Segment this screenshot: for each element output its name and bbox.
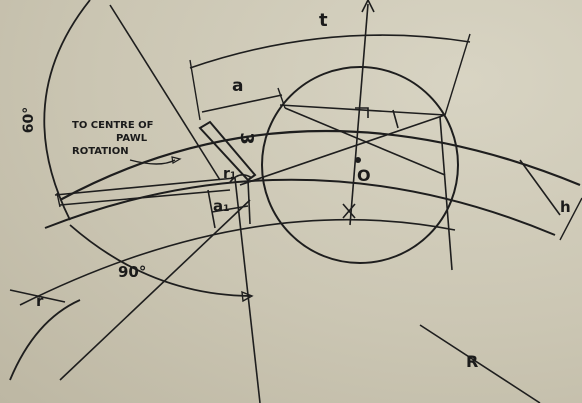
label-r1-sub: 1 [229,171,237,181]
pawl-note: TO CENTRE OF PAWL ROTATION [72,119,154,158]
label-t: t [319,10,328,31]
diagonal-2 [239,114,446,186]
t-right-tick [444,33,471,116]
label-h: h [560,198,571,216]
fillet-r1 [229,174,253,183]
vertical-axis [349,3,369,226]
label-r: r [36,292,44,310]
label-a1: a1 [213,197,229,215]
right-angle-mark [355,107,369,118]
h-dimension [559,197,582,241]
pitch-circle [261,66,459,264]
h-extension [519,159,561,216]
pawl-note-line3: ROTATION [72,146,129,157]
t-left-tick [189,59,201,121]
label-sym: 3 [235,132,257,145]
a1-left-line [207,189,216,229]
label-R: R [466,352,479,371]
angle-tick [392,109,399,129]
arc-60 [43,0,91,221]
pawl-line-end [56,192,61,208]
radial-line-1 [109,4,221,181]
centre-cross-icon [342,203,356,219]
tooth-flank-right [439,116,453,271]
label-angle-60: 60° [21,106,38,134]
pawl-note-line1: TO CENTRE OF [72,120,154,131]
r-dimension [9,289,66,303]
root-arc [44,178,556,236]
tip-arc [59,129,581,201]
arc-90-arrow-icon [241,290,254,303]
axis-arrow-icon [361,0,375,13]
centre-point [355,157,361,163]
a-right-tick [277,87,286,109]
arc-90 [69,224,251,297]
pawl-line-lower [59,189,231,206]
leader-arrow-icon [171,156,182,164]
pawl-body [198,120,257,182]
label-a1-sub: 1 [223,204,230,214]
a-dimension [201,94,283,113]
label-a1-main: a [213,197,224,215]
tooth-chord-top [279,104,446,116]
label-r1: r1 [223,166,236,182]
long-diagonal [59,199,251,381]
t-dimension-arc [189,34,471,69]
pawl-note-line2: PAWL [116,133,148,144]
fillet-r-lower [9,299,81,381]
label-O: O [357,166,371,185]
label-a: a [232,76,244,96]
label-r1-main: r [223,166,230,182]
pawl-line-upper [54,177,236,196]
R-radius-line [419,324,541,403]
label-angle-90: 90° [118,263,147,281]
inner-arc [19,218,456,306]
radial-line-2 [234,177,261,403]
